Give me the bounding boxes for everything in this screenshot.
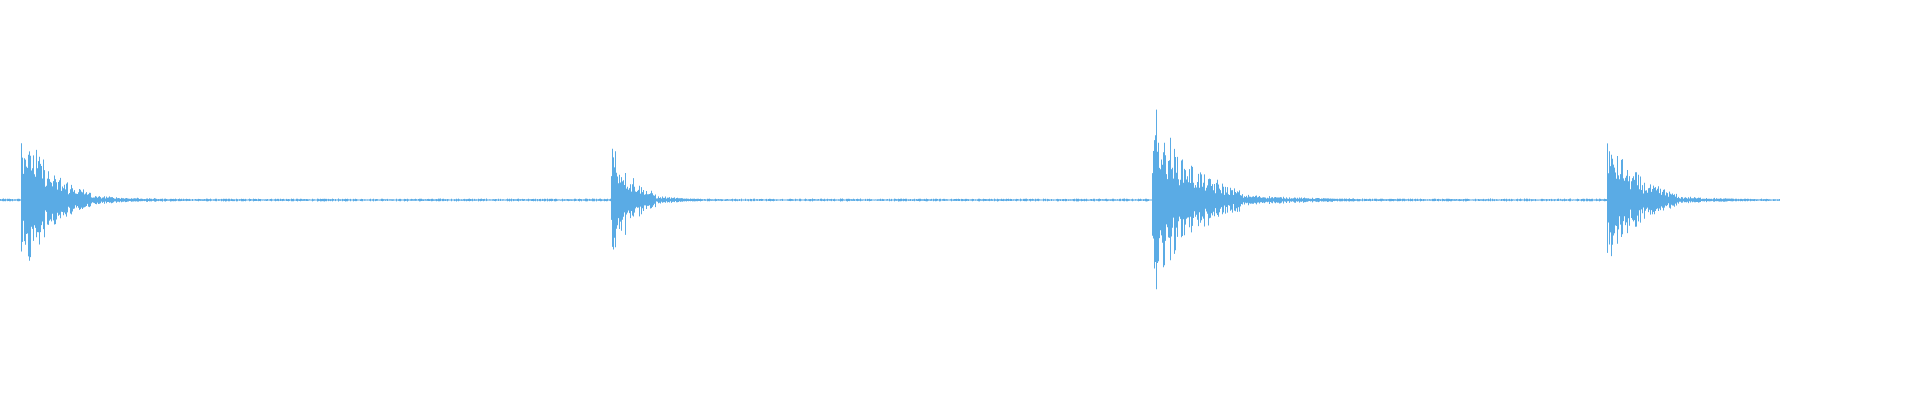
waveform-signal bbox=[0, 109, 1780, 290]
